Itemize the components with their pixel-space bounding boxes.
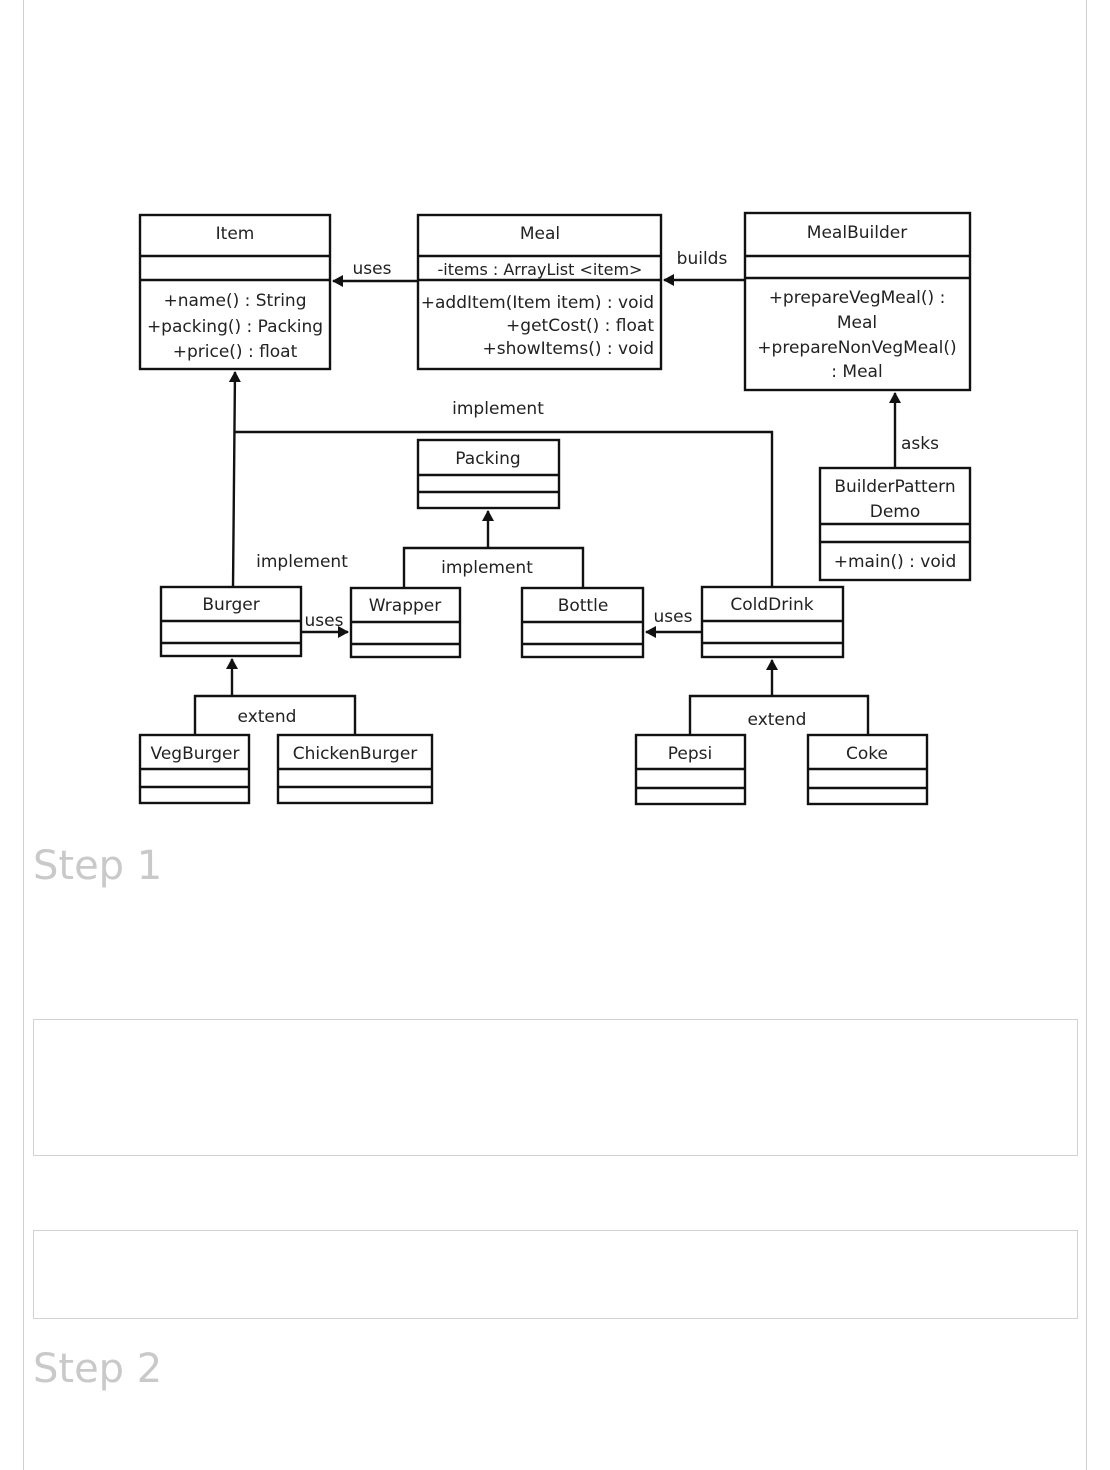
class-meal-builder-name: MealBuilder: [807, 223, 907, 243]
step-heading: Step 2: [33, 1346, 163, 1392]
label-burger-uses-wrapper: uses: [305, 611, 344, 631]
class-item-method: +name() : String: [164, 291, 307, 311]
class-meal-attribute: -items : ArrayList <item>: [438, 260, 643, 279]
class-builder-pattern-demo: BuilderPattern Demo +main() : void: [818, 466, 972, 582]
class-item-method: +packing() : Packing: [147, 317, 323, 337]
page-border-left: [23, 0, 24, 1470]
class-cold-drink: ColdDrink: [700, 585, 845, 659]
class-meal-builder-method: +prepareVegMeal() :: [769, 288, 946, 308]
class-builder-pattern-demo-name: BuilderPattern: [834, 477, 955, 497]
line-extend-colddrink: [688, 694, 870, 735]
class-builder-pattern-demo-method: +main() : void: [834, 552, 957, 572]
class-meal-builder-method: Meal: [837, 313, 877, 333]
class-burger-name: Burger: [202, 595, 259, 615]
class-pepsi: Pepsi: [634, 733, 747, 806]
class-burger: Burger: [159, 585, 303, 658]
class-item-method: +price() : float: [173, 342, 298, 362]
label-demo-asks-builder: asks: [901, 434, 939, 454]
arrow-burger-implement-item: [228, 371, 241, 588]
class-item: Item +name() : String +packing() : Packi…: [138, 213, 332, 371]
line-colddrink-implement-item: [234, 430, 774, 587]
class-wrapper-name: Wrapper: [369, 596, 441, 616]
class-chicken-burger: ChickenBurger: [276, 733, 434, 805]
page-border-right: [1086, 0, 1087, 1470]
uml-class-diagram: Item +name() : String +packing() : Packi…: [138, 211, 972, 806]
class-bottle-name: Bottle: [558, 596, 609, 616]
class-packing: Packing: [416, 438, 561, 510]
class-meal-method: +showItems() : void: [482, 339, 654, 359]
class-coke-name: Coke: [846, 744, 888, 764]
label-implement-item: implement: [452, 399, 544, 419]
code-block: [33, 1019, 1078, 1156]
class-bottle: Bottle: [520, 586, 645, 659]
class-coke: Coke: [806, 733, 929, 806]
label-extend-burger: extend: [238, 707, 297, 727]
label-builder-builds-meal: builds: [677, 249, 728, 269]
class-meal-method: +addItem(Item item) : void: [421, 293, 654, 313]
class-pepsi-name: Pepsi: [668, 744, 712, 764]
class-packing-name: Packing: [455, 449, 520, 469]
class-meal-method: +getCost() : float: [506, 316, 654, 336]
class-veg-burger: VegBurger: [138, 733, 251, 805]
label-colddrink-uses-bottle: uses: [654, 607, 693, 627]
class-veg-burger-name: VegBurger: [151, 744, 240, 764]
step-heading: Step 1: [33, 843, 163, 889]
class-meal-builder: MealBuilder +prepareVegMeal() : Meal +pr…: [743, 211, 972, 392]
label-extend-colddrink: extend: [748, 710, 807, 730]
label-meal-uses-item: uses: [353, 259, 392, 279]
class-cold-drink-name: ColdDrink: [730, 595, 813, 615]
class-builder-pattern-demo-name: Demo: [870, 502, 921, 522]
class-chicken-burger-name: ChickenBurger: [293, 744, 418, 764]
line-extend-burger: [193, 694, 357, 735]
class-meal-builder-method: +prepareNonVegMeal(): [757, 338, 956, 358]
label-implement-packing: implement: [441, 558, 533, 578]
code-block: [33, 1230, 1078, 1319]
class-meal-name: Meal: [520, 224, 560, 244]
class-wrapper: Wrapper: [349, 586, 462, 659]
line-wrapper-bottle-implement: [402, 546, 585, 588]
class-meal: Meal -items : ArrayList <item> +addItem(…: [416, 213, 663, 371]
label-implement-burger: implement: [256, 552, 348, 572]
class-item-name: Item: [216, 224, 255, 244]
class-meal-builder-method: : Meal: [831, 362, 882, 382]
